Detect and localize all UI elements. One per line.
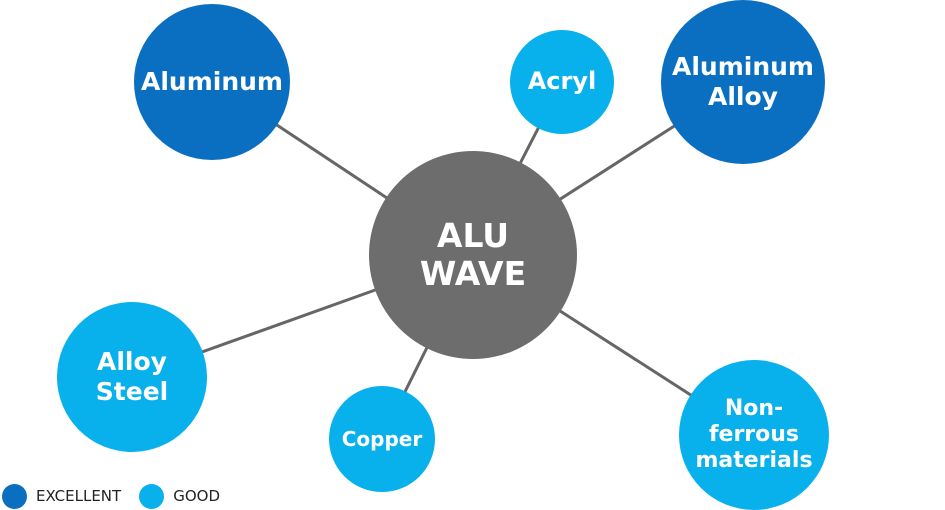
- legend-label-excellent: EXCELLENT: [36, 487, 122, 505]
- node-alloy-steel-label: Alloy Steel: [95, 346, 169, 407]
- node-copper-label: Copper: [341, 426, 423, 451]
- legend-swatch-good: [139, 483, 165, 509]
- node-non-ferrous: Non- ferrous materials: [679, 360, 829, 510]
- node-aluminum-alloy-label: Aluminum Alloy: [672, 51, 814, 112]
- node-aluminum-label: Aluminum: [141, 66, 283, 96]
- node-copper: Copper: [329, 386, 435, 492]
- node-alloy-steel: Alloy Steel: [57, 302, 207, 452]
- legend: EXCELLENT GOOD: [2, 483, 238, 509]
- legend-swatch-excellent: [2, 483, 27, 509]
- legend-label-good: GOOD: [173, 487, 220, 505]
- legend-item-excellent: EXCELLENT: [2, 483, 122, 509]
- node-acryl: Acryl: [510, 30, 614, 134]
- legend-item-good: GOOD: [139, 483, 220, 509]
- node-center-aluwave: ALU WAVE: [369, 151, 577, 359]
- node-non-ferrous-label: Non- ferrous materials: [695, 396, 813, 473]
- node-aluminum: Aluminum: [134, 4, 290, 160]
- center-label: ALU WAVE: [419, 216, 527, 293]
- node-acryl-label: Acryl: [527, 67, 597, 96]
- node-aluminum-alloy: Aluminum Alloy: [661, 0, 825, 164]
